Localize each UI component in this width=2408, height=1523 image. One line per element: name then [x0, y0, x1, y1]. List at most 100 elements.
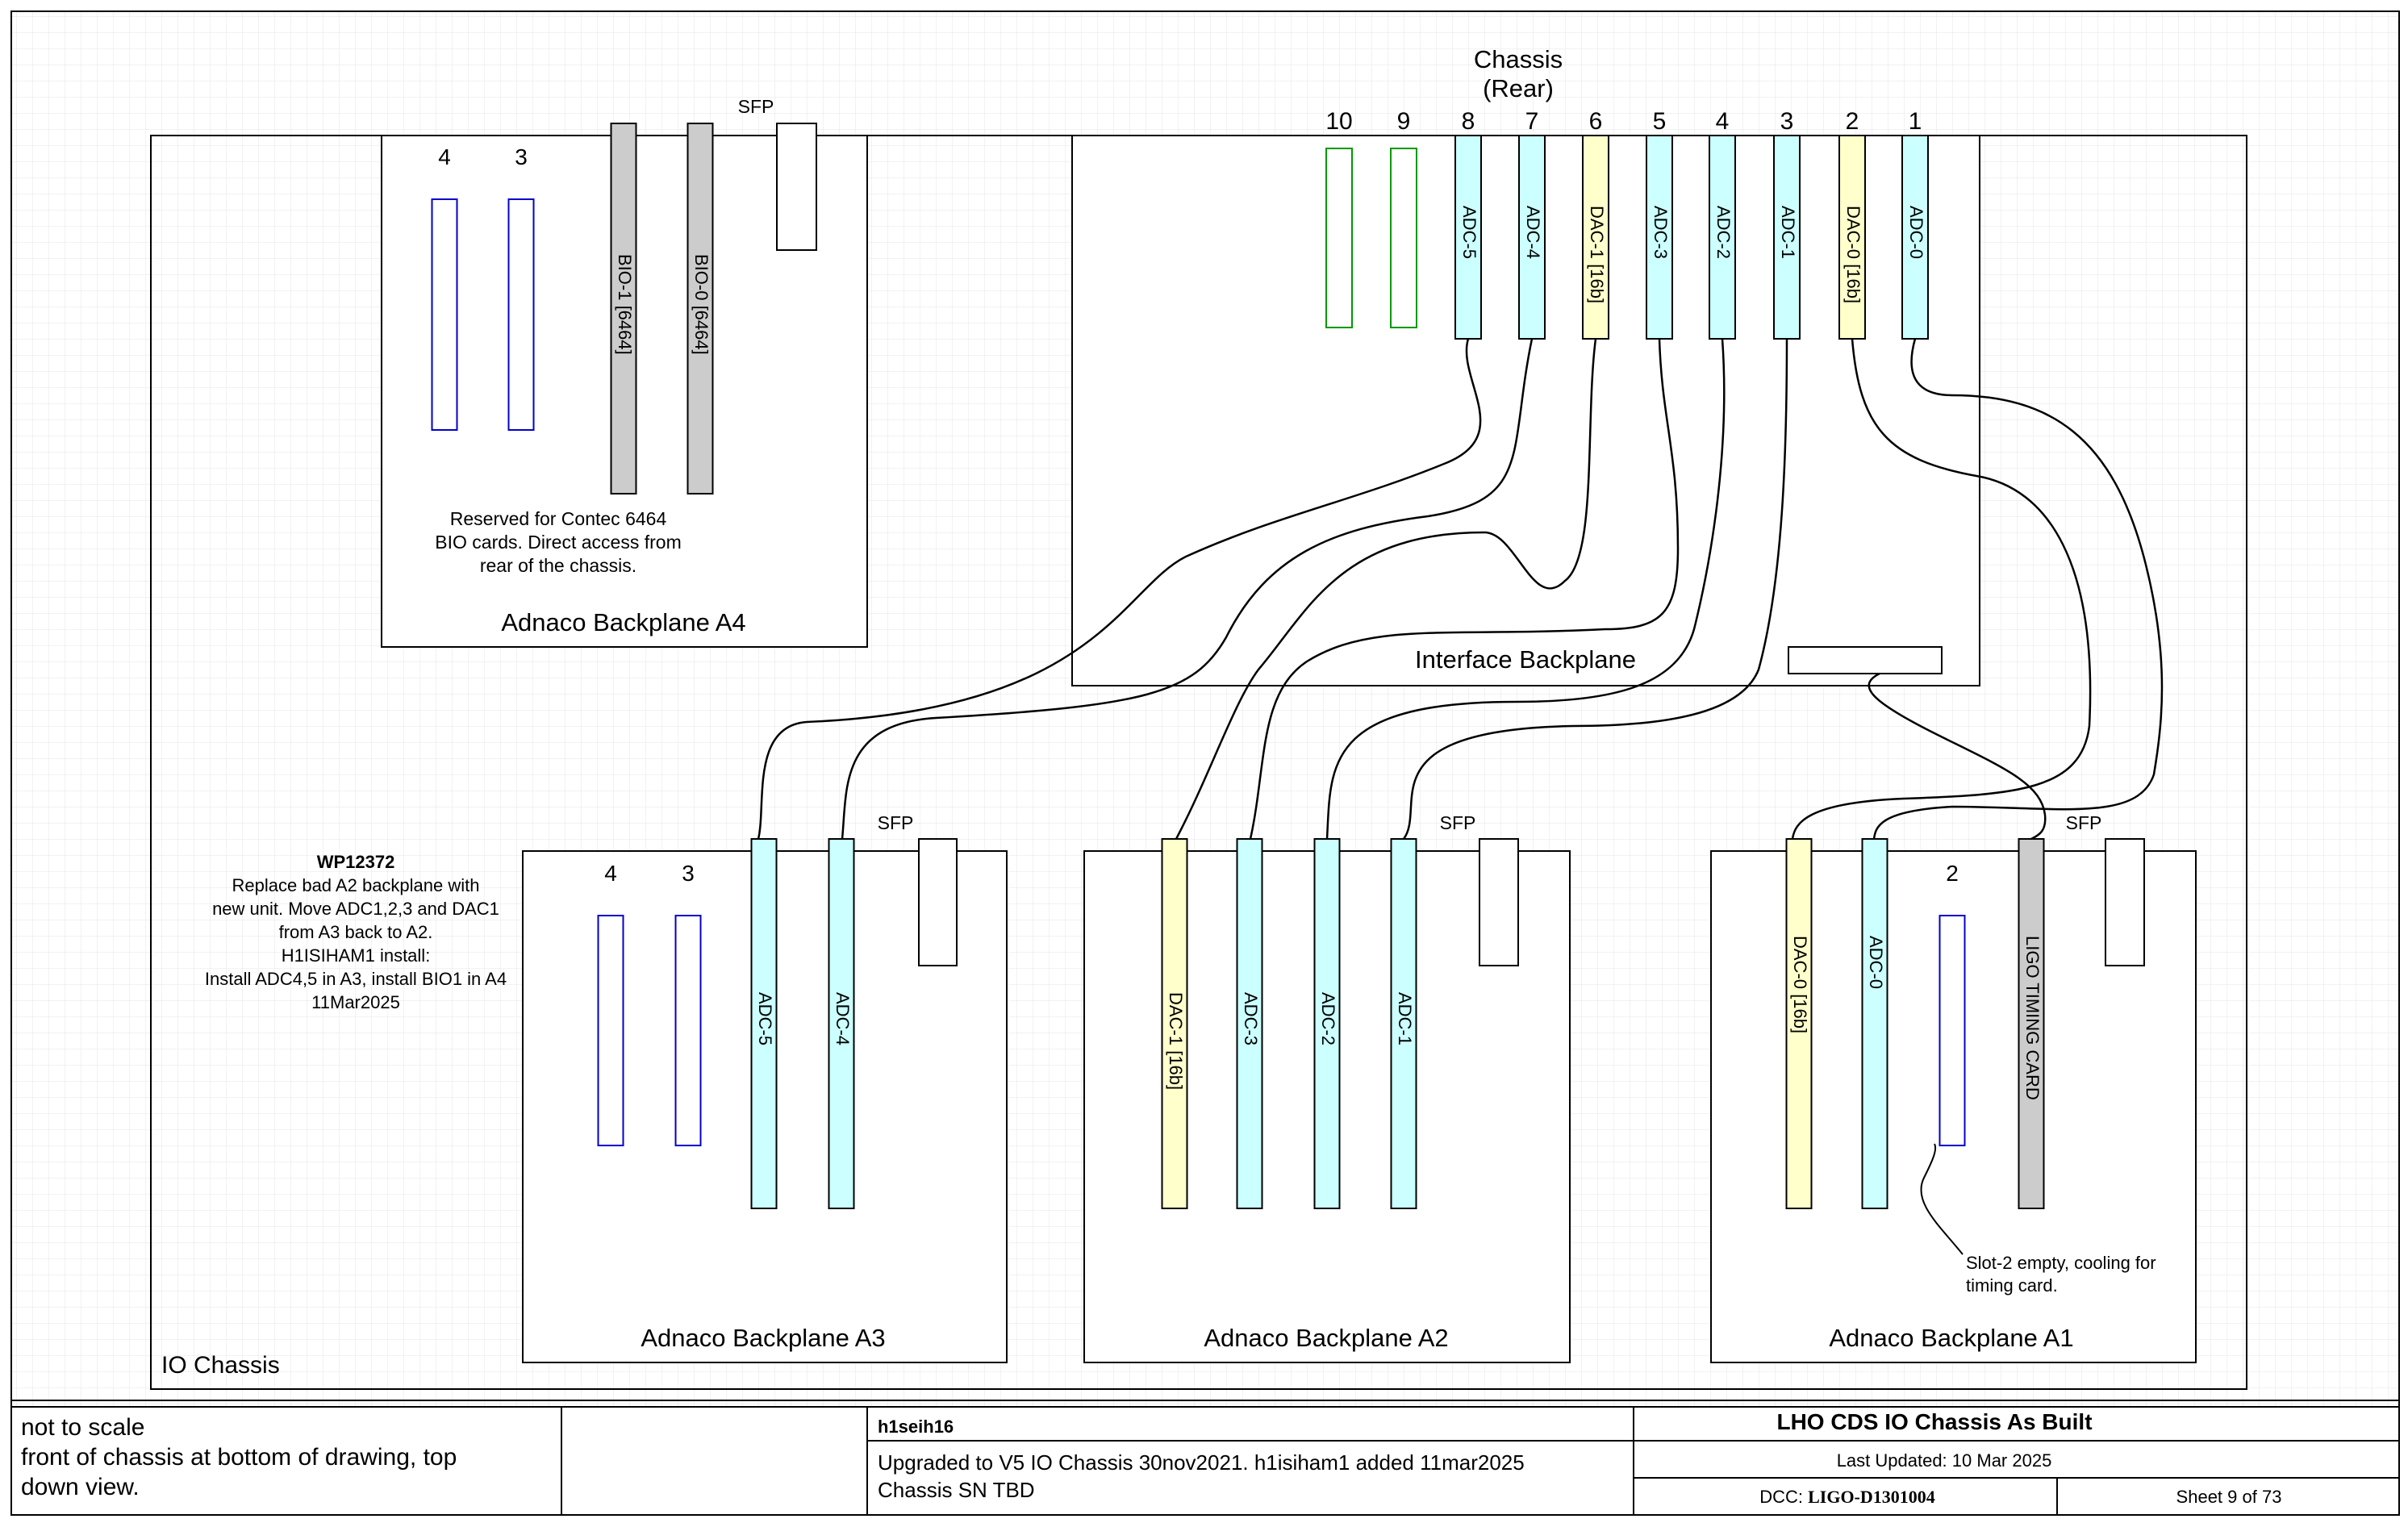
a1-slot-4-card: [1785, 838, 1813, 1209]
rear-slot-number: 3: [1780, 108, 1794, 135]
a4-slot-4-empty: [431, 198, 458, 431]
backplane-a3-slot-group: 432ADC-51ADC-4: [597, 838, 855, 1209]
work-permit-line: Install ADC4,5 in A3, install BIO1 in A4: [205, 969, 507, 989]
backplane-a1-slot-note-line: Slot-2 empty, cooling for: [1966, 1253, 2156, 1273]
io-chassis-label: IO Chassis: [161, 1352, 280, 1379]
rear-slot-number: 4: [1716, 108, 1730, 135]
work-permit-line: new unit. Move ADC1,2,3 and DAC1: [212, 899, 499, 919]
rear-slot-number: 9: [1397, 108, 1411, 135]
rear-slot-number: 1: [1909, 108, 1922, 135]
cable-group: [757, 338, 2164, 841]
a4-card-label: BIO-0 [6464]: [691, 254, 712, 355]
rear-card-label: ADC-1: [1778, 206, 1798, 259]
backplane-a2-sfp: [1479, 838, 1519, 966]
a2-card-label: ADC-2: [1318, 992, 1338, 1045]
backplane-a1-sfp-label: SFP: [2066, 812, 2102, 833]
backplane-a3-sfp: [918, 838, 958, 966]
backplane-a3-sfp-label: SFP: [878, 812, 914, 833]
slot-note-leader: [1920, 1143, 1964, 1255]
a3-slot-number: 3: [682, 861, 695, 886]
work-permit-line: 11Mar2025: [311, 992, 400, 1012]
a1-slot-number: 2: [1946, 861, 1959, 886]
cable-dac0: [1791, 338, 2092, 840]
title-block-note-line: not to scale: [21, 1414, 144, 1441]
rear-slot-4-card: [1709, 135, 1736, 340]
rear-slot-2-card: [1838, 135, 1866, 340]
a2-card-label: ADC-1: [1395, 992, 1415, 1045]
cable-adc1: [1402, 338, 1788, 840]
rear-card-label: ADC-5: [1459, 206, 1479, 259]
rear-card-label: DAC-0 [16b]: [1843, 206, 1863, 303]
description-line: Upgraded to V5 IO Chassis 30nov2021. h1i…: [878, 1450, 1525, 1475]
a3-slot-1-card: [828, 838, 855, 1209]
rear-slot-number: 2: [1846, 108, 1859, 135]
rear-slot-9-empty: [1390, 148, 1417, 328]
work-permit-line: H1ISIHAM1 install:: [282, 945, 431, 966]
cable-timing: [1868, 672, 2047, 841]
last-updated: Last Updated: 10 Mar 2025: [1837, 1450, 2052, 1471]
a4-slot-2-card: [610, 123, 637, 494]
backplane-a1-label: Adnaco Backplane A1: [1829, 1324, 2073, 1352]
backplane-a4-label: Adnaco Backplane A4: [501, 608, 745, 636]
rear-slot-number: 7: [1525, 108, 1539, 135]
cable-adc5: [757, 338, 1482, 840]
a4-slot-1-card: [687, 123, 714, 494]
a1-card-label: ADC-0: [1866, 936, 1886, 989]
rear-card-label: ADC-2: [1713, 206, 1734, 259]
rear-slot-6-card: [1582, 135, 1609, 340]
a4-card-label: BIO-1 [6464]: [615, 254, 635, 355]
a1-card-label: DAC-0 [16b]: [1790, 936, 1810, 1033]
a3-slot-4-empty: [597, 915, 624, 1146]
rear-slot-number: 5: [1653, 108, 1667, 135]
backplane-a4-note-line: BIO cards. Direct access from: [435, 532, 681, 553]
interface-connector: [1788, 646, 1943, 674]
a3-slot-number: 4: [604, 861, 617, 886]
sheet-number: Sheet 9 of 73: [2176, 1487, 2282, 1507]
a2-slot-4-card: [1161, 838, 1188, 1209]
a1-slot-1-card: [2018, 838, 2045, 1209]
a3-slot-3-empty: [674, 915, 702, 1146]
a1-slot-2-empty: [1939, 915, 1966, 1146]
chassis-rear-title: Chassis: [1474, 45, 1563, 73]
rear-slot-number: 10: [1325, 108, 1352, 135]
backplane-a4-sfp-label: SFP: [738, 96, 774, 117]
cable-adc3: [1249, 338, 1680, 840]
rear-card-label: ADC-4: [1523, 206, 1543, 259]
title-block-note-line: front of chassis at bottom of drawing, t…: [21, 1444, 457, 1471]
rear-card-label: DAC-1 [16b]: [1587, 206, 1607, 303]
cable-adc2: [1325, 338, 1726, 840]
interface-backplane-label: Interface Backplane: [1415, 645, 1636, 674]
backplane-a4-sfp: [776, 123, 817, 251]
rear-card-label: ADC-3: [1651, 206, 1671, 259]
work-permit-line: Replace bad A2 backplane with: [232, 875, 480, 895]
a1-slot-3-card: [1861, 838, 1888, 1209]
a4-slot-number: 3: [515, 144, 528, 169]
rear-slot-number: 8: [1462, 108, 1475, 135]
a3-card-label: ADC-4: [833, 992, 853, 1045]
a3-card-label: ADC-5: [755, 992, 775, 1045]
a2-card-label: ADC-3: [1241, 992, 1261, 1045]
cable-adc0: [1872, 338, 2164, 840]
rear-slot-number: 6: [1589, 108, 1603, 135]
rear-slot-1-card: [1901, 135, 1929, 340]
description-line: Chassis SN TBD: [878, 1478, 1035, 1502]
a4-slot-3-empty: [507, 198, 535, 431]
title-block-note-line: down view.: [21, 1474, 140, 1500]
title-block: [11, 1400, 2399, 1515]
a2-slot-2-card: [1313, 838, 1341, 1209]
a4-slot-number: 4: [438, 144, 451, 169]
dcc-number: DCC: LIGO-D1301004: [1759, 1487, 1935, 1507]
backplane-a4-note-line: rear of the chassis.: [480, 555, 636, 576]
backplane-a4-note-line: Reserved for Contec 6464: [450, 508, 667, 529]
a3-slot-2-card: [750, 838, 778, 1209]
rear-slot-5-card: [1646, 135, 1673, 340]
host-name: h1seih16: [878, 1417, 954, 1437]
cable-adc4: [841, 338, 1534, 840]
rear-slot-7-card: [1518, 135, 1546, 340]
backplane-a2-sfp-label: SFP: [1440, 812, 1476, 833]
backplane-a1-sfp: [2105, 838, 2145, 966]
